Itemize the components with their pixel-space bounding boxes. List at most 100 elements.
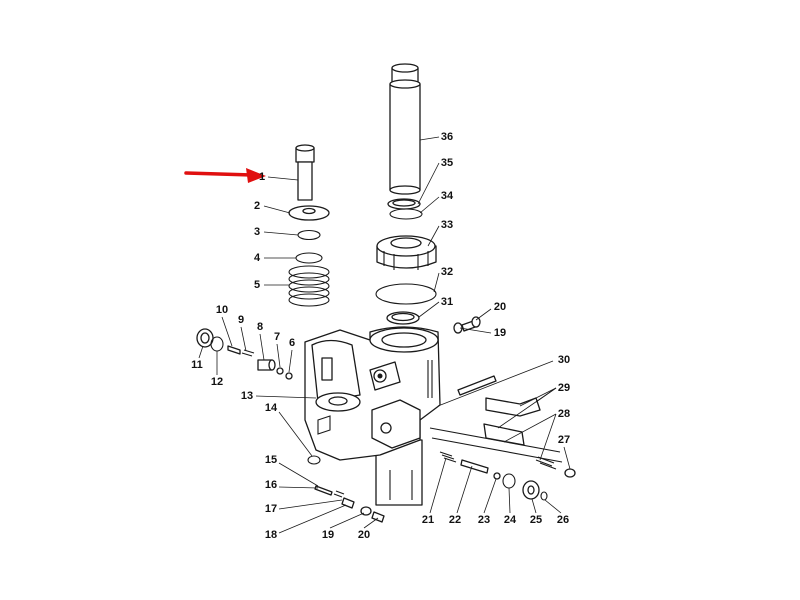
leader-line-28-30 <box>503 413 557 443</box>
callout-24: 24 <box>504 514 517 526</box>
part-30-pin <box>457 375 497 396</box>
part-13-main-body <box>304 326 441 506</box>
callout-8: 8 <box>257 321 263 333</box>
callout-12: 12 <box>211 376 223 388</box>
part-23-ball <box>493 472 501 480</box>
callout-13: 13 <box>241 390 253 402</box>
part-12-ring <box>210 336 224 352</box>
callout-10: 10 <box>216 304 228 316</box>
callout-30: 30 <box>558 354 570 366</box>
part-17-spring <box>333 490 345 498</box>
part-26-ring <box>540 491 548 501</box>
callout-25: 25 <box>530 514 542 526</box>
callout-22: 22 <box>449 514 461 526</box>
callout-4: 4 <box>254 252 261 264</box>
part-24-ring <box>502 473 516 489</box>
leader-line-31-35 <box>418 301 440 318</box>
leader-line-22-23 <box>456 465 473 514</box>
callout-9: 9 <box>238 314 244 326</box>
leader-line-33-37 <box>427 225 440 247</box>
leader-line-26-27 <box>544 499 562 514</box>
callout-leaders <box>198 136 571 534</box>
callout-16: 16 <box>265 479 277 491</box>
part-18-nut <box>341 497 355 509</box>
callout-2: 2 <box>254 200 260 212</box>
callout-15: 15 <box>265 454 277 466</box>
leader-line-27-28 <box>563 446 571 470</box>
leader-line-17-16 <box>278 499 343 510</box>
callout-19-bottom: 19 <box>322 529 334 541</box>
part-6-ball <box>285 372 293 380</box>
callout-26: 26 <box>557 514 569 526</box>
part-20-screw-top <box>461 316 481 332</box>
part-1-tube <box>295 144 315 201</box>
part-22-plunger <box>460 459 489 474</box>
leader-line-23-24 <box>483 478 497 514</box>
callout-34: 34 <box>441 190 454 202</box>
part-2-washer <box>288 205 330 221</box>
part-36-cylinder <box>389 63 421 195</box>
callout-20-bottom: 20 <box>358 529 370 541</box>
part-33-gland-nut <box>376 235 437 270</box>
callout-18: 18 <box>265 529 277 541</box>
leader-line-8-7 <box>259 333 265 361</box>
leader-line-9-8 <box>240 326 247 352</box>
leader-line-36-40 <box>419 136 440 141</box>
leader-line-29-32 <box>519 387 557 407</box>
part-14-o-ring <box>307 455 321 465</box>
part-31-ring <box>386 311 420 325</box>
part-10-pin <box>227 345 241 355</box>
part-29-plate <box>429 397 563 463</box>
part-25-cap <box>522 480 540 500</box>
callout-6: 6 <box>289 337 295 349</box>
callout-1: 1 <box>259 171 265 183</box>
leader-line-32-36 <box>433 272 440 293</box>
leader-line-34-38 <box>419 196 440 214</box>
part-35-ring <box>387 198 421 210</box>
callout-17: 17 <box>265 503 277 515</box>
callout-7: 7 <box>274 331 280 343</box>
callout-35: 35 <box>441 157 453 169</box>
leader-line-19b-20 <box>459 327 492 334</box>
callout-28: 28 <box>558 408 570 420</box>
leader-line-18-17 <box>278 504 347 534</box>
leader-line-1-0 <box>267 176 299 181</box>
leader-line-16-15 <box>278 486 319 489</box>
leader-line-21-22 <box>429 457 447 514</box>
callout-3: 3 <box>254 226 260 238</box>
leader-line-13-12 <box>255 395 317 399</box>
callout-29: 29 <box>558 382 570 394</box>
part-9-spring <box>241 349 255 357</box>
leader-line-24-25 <box>508 487 511 514</box>
leader-line-30-34 <box>437 360 554 407</box>
callout-32: 32 <box>441 266 453 278</box>
part-16-pin <box>314 485 333 496</box>
indicator-arrow <box>184 168 266 183</box>
part-11-plug <box>196 328 214 348</box>
part-8-sleeve <box>257 359 276 371</box>
part-7-ball <box>276 367 284 375</box>
leader-line-11-10 <box>198 345 204 359</box>
leader-line-20b-21 <box>475 308 492 321</box>
leader-line-20a-19 <box>363 517 379 529</box>
leader-line-6-5 <box>288 349 293 373</box>
callout-27: 27 <box>558 434 570 446</box>
part-34-ring <box>389 208 423 220</box>
callout-33: 33 <box>441 219 453 231</box>
part-3-o-ring <box>297 229 321 241</box>
callout-23: 23 <box>478 514 490 526</box>
part-32-o-ring <box>375 283 437 305</box>
leader-line-14-13 <box>278 411 313 457</box>
callout-14: 14 <box>265 402 278 414</box>
leader-line-35-39 <box>417 162 440 205</box>
callout-19-top: 19 <box>494 327 506 339</box>
part-5-spring <box>288 265 330 307</box>
callout-5: 5 <box>254 279 260 291</box>
callout-21: 21 <box>422 514 434 526</box>
leader-line-10-9 <box>221 316 233 347</box>
leader-line-2-1 <box>263 205 291 214</box>
leader-line-28-29 <box>539 413 557 461</box>
leader-line-15-14 <box>278 462 319 487</box>
leader-line-25-26 <box>531 498 537 514</box>
